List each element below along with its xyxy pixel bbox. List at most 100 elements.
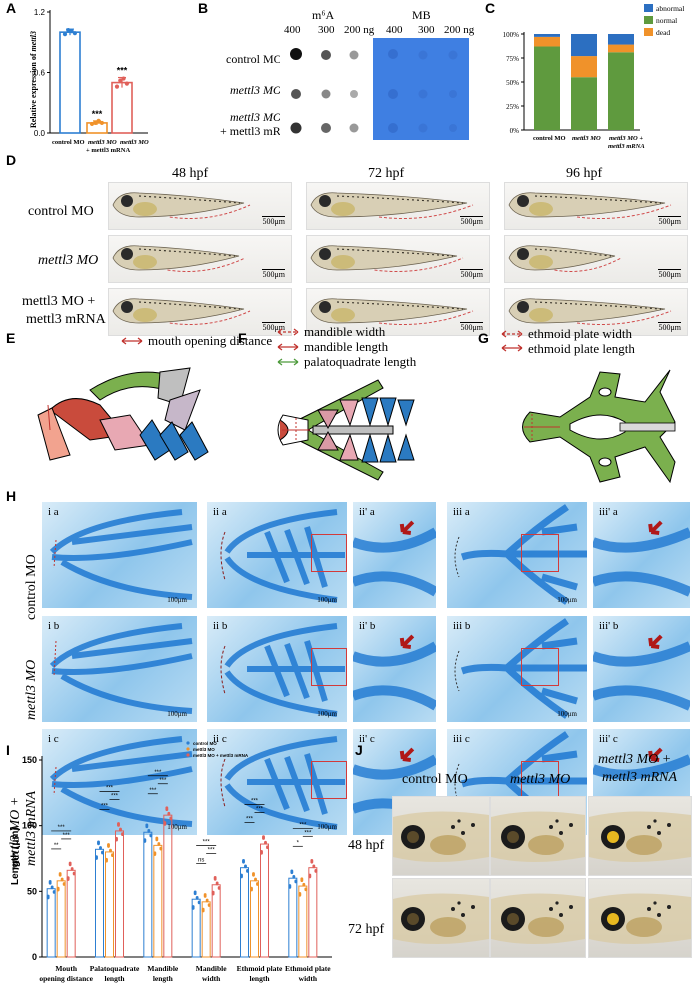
- i-sig-text: ***: [256, 807, 264, 813]
- i-point: [115, 836, 118, 840]
- i-point: [58, 872, 62, 875]
- cartilage-shape: [454, 504, 587, 605]
- larva-head-photo: [392, 796, 490, 876]
- i-xlabel: length: [104, 974, 125, 983]
- i-point: [300, 877, 304, 881]
- a-point: [89, 121, 95, 127]
- scale-bar-500: 500μm: [262, 216, 285, 226]
- g-legend-arrows: [501, 330, 523, 352]
- i-point: [95, 855, 98, 859]
- alcian-label: ii c: [213, 733, 227, 745]
- scale-bar-500: 500μm: [460, 269, 483, 279]
- i-point: [308, 873, 312, 877]
- scale-bar-100: 100μm: [167, 710, 187, 718]
- i-sig-text: ***: [149, 788, 157, 794]
- larva-photo: 500μm: [108, 288, 292, 336]
- cartilage-shape: [591, 520, 692, 597]
- alcian-label: iii' b: [599, 620, 619, 632]
- i-legend-dot: [186, 741, 190, 745]
- c-bar-normal: [571, 77, 597, 130]
- i-point: [244, 864, 247, 868]
- b-row-rescue-1: mettl3 MO: [230, 110, 282, 124]
- i-sig-text: ***: [106, 786, 114, 792]
- i-sig-text: ***: [246, 817, 254, 823]
- alcian-label: ii' c: [359, 733, 375, 745]
- i-point: [312, 864, 316, 868]
- c-xlabel-mettl3: mettl3 MO: [572, 135, 601, 142]
- i-bar: [143, 831, 153, 958]
- i-point: [288, 884, 292, 887]
- i-legend-label: mettl3 MO + mettl3 mRNA: [193, 753, 249, 758]
- c-legend-swatch: [644, 28, 653, 36]
- i-bar: [250, 880, 259, 958]
- i-ytick-label: 50: [27, 886, 37, 896]
- alcian-label: iii' a: [599, 506, 618, 518]
- scale-bar-500: 500μm: [460, 322, 483, 332]
- alcian-image: ii' b: [351, 616, 439, 722]
- a-ytick-label: 1.2: [34, 8, 46, 17]
- scale-bar-label: 500μm: [658, 323, 681, 332]
- i-point: [143, 838, 147, 841]
- b-mb-col-400: 400: [386, 24, 403, 36]
- i-sig-text: *: [297, 840, 300, 846]
- i-point: [302, 882, 306, 886]
- larva-fish: [310, 192, 474, 219]
- i-point: [145, 823, 149, 827]
- i-point: [205, 898, 209, 902]
- a-bar: [111, 81, 133, 134]
- i-sig-text: **: [54, 843, 59, 849]
- i-point: [48, 879, 52, 883]
- alcian-label: ii b: [213, 620, 228, 632]
- larva-fish: [508, 192, 672, 219]
- i-point: [149, 833, 153, 837]
- i-point: [252, 872, 255, 875]
- scale-bar-label: 500μm: [460, 217, 483, 226]
- i-xlabel: Ethmoid plate: [285, 964, 331, 973]
- i-bar: [163, 814, 173, 958]
- c-bar-abnormal: [571, 34, 597, 57]
- zoom-box: [311, 761, 347, 799]
- i-point: [201, 907, 205, 911]
- i-xlabel: Palatoquadrate: [90, 964, 140, 973]
- mb-title: MB: [412, 8, 431, 22]
- e-legend-arrow: [121, 337, 143, 345]
- larva-head: [589, 811, 691, 862]
- c-bar-dead: [608, 44, 634, 53]
- i-point: [117, 822, 120, 825]
- a-ylabel: Relative expression of mettl3: [29, 31, 38, 128]
- scale-bar-100: 100μm: [167, 596, 187, 604]
- c-legend-swatch: [644, 16, 653, 24]
- i-bar: [105, 851, 114, 958]
- g-legend-2: ethmoid plate length: [528, 341, 635, 356]
- c-ytick-label: 25%: [506, 103, 519, 111]
- i-point: [260, 850, 263, 853]
- i-point: [193, 890, 197, 894]
- a-ylabel-gene: mettl3: [29, 31, 38, 51]
- i-point: [147, 828, 151, 832]
- i-point: [46, 894, 50, 898]
- f-legend-1: mandible width: [304, 324, 386, 339]
- i-point: [191, 905, 195, 908]
- larva-fish: [112, 298, 251, 325]
- i-point: [105, 857, 108, 861]
- i-ytick-label: 150: [22, 755, 37, 765]
- larva-head-photo: [490, 796, 586, 876]
- scale-bar-500: 500μm: [262, 322, 285, 332]
- i-xlabel: width: [202, 974, 221, 983]
- i-ytick-label: 0: [32, 952, 37, 962]
- larva-fish: [310, 245, 464, 272]
- i-point: [254, 877, 257, 881]
- zoom-box: [521, 534, 559, 572]
- j-row-72: 72 hpf: [348, 922, 385, 937]
- scale-bar-label: 500μm: [262, 217, 285, 226]
- larva-fish: [508, 245, 622, 272]
- i-point: [107, 843, 110, 846]
- cartilage-shape: [591, 634, 692, 711]
- scale-bar-500: 500μm: [262, 269, 285, 279]
- i-ytick-label: 100: [22, 821, 37, 831]
- g-legend-1: ethmoid plate width: [528, 326, 632, 341]
